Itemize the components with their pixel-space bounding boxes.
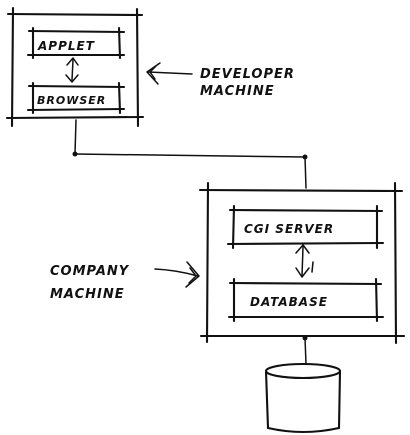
applet-label: APPLET bbox=[37, 39, 95, 53]
cgi-database-arrow bbox=[295, 244, 314, 278]
developer-machine-label-line2: MACHINE bbox=[200, 84, 275, 99]
network-connector bbox=[72, 119, 308, 189]
company-machine-label-line2: MACHINE bbox=[50, 287, 125, 302]
company-machine-label: COMPANY MACHINE bbox=[50, 261, 200, 302]
cgi-server-label: CGI SERVER bbox=[244, 222, 334, 236]
company-machine-box bbox=[198, 181, 406, 345]
developer-machine-box bbox=[5, 6, 145, 128]
developer-machine-label: DEVELOPER MACHINE bbox=[146, 62, 295, 99]
database-box: DATABASE bbox=[227, 277, 385, 323]
browser-box: BROWSER bbox=[26, 81, 126, 115]
applet-browser-arrow bbox=[65, 57, 79, 83]
developer-machine-label-line1: DEVELOPER bbox=[200, 67, 295, 82]
storage-connector bbox=[302, 335, 308, 365]
browser-label: BROWSER bbox=[37, 94, 106, 107]
company-machine-label-line1: COMPANY bbox=[50, 264, 130, 279]
cgi-server-box: CGI SERVER bbox=[226, 204, 385, 250]
database-label: DATABASE bbox=[250, 295, 328, 309]
storage-cylinder bbox=[264, 362, 342, 434]
applet-box: APPLET bbox=[26, 26, 126, 60]
